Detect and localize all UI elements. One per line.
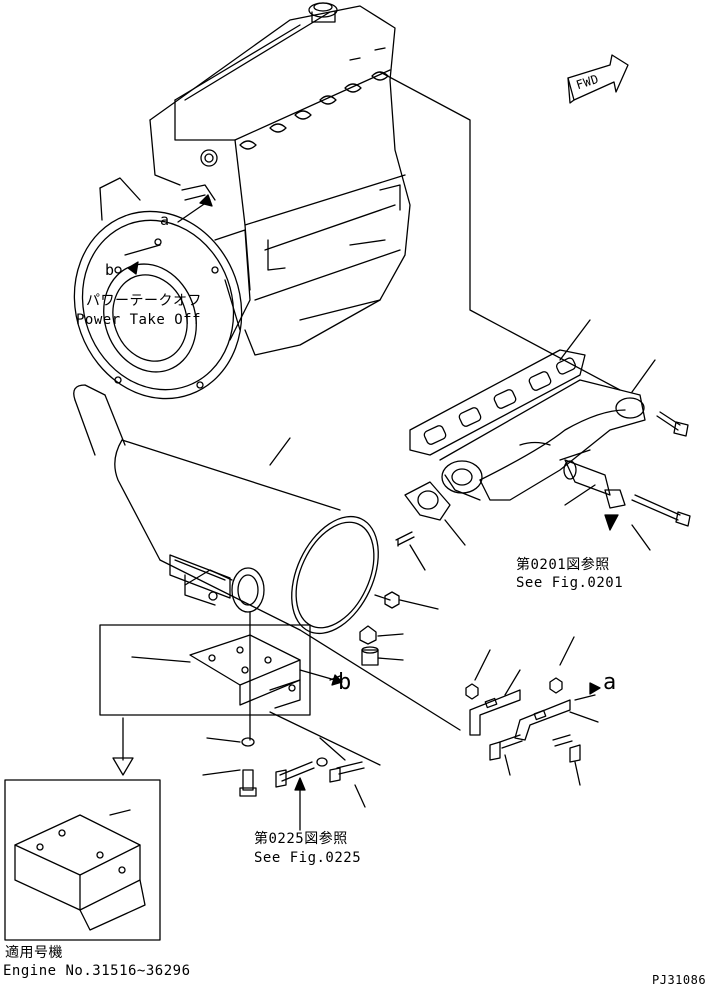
muffler bbox=[73, 384, 379, 635]
ref-0225-jp: 第0225図参照 bbox=[254, 831, 348, 847]
fwd-arrow bbox=[567, 54, 629, 104]
callout-b-left: b bbox=[105, 261, 115, 279]
manifold-fasteners bbox=[395, 411, 691, 547]
muffler-bracket bbox=[189, 634, 301, 709]
applicable-label-en: Engine No.31516~36296 bbox=[3, 963, 191, 979]
pto-label-jp: パワーテークオフ bbox=[86, 293, 202, 309]
ref-0201-jp: 第0201図参照 bbox=[516, 557, 610, 573]
leader-lines bbox=[109, 71, 656, 831]
bracket-hardware bbox=[239, 737, 365, 797]
callout-arrows bbox=[127, 194, 619, 791]
ref-0201-en: See Fig.0201 bbox=[516, 575, 624, 591]
applicable-label-jp: 適用号機 bbox=[5, 945, 63, 961]
callout-b-right: b bbox=[338, 670, 352, 695]
inset-frame bbox=[4, 624, 311, 941]
drawing-id: PJ31086 bbox=[652, 973, 707, 987]
pto-label-en: Power Take Off bbox=[76, 312, 202, 328]
callout-a-left: a bbox=[160, 211, 170, 229]
muffler-fasteners bbox=[359, 591, 400, 666]
flange-gasket bbox=[404, 481, 451, 521]
callout-a-right: a bbox=[603, 670, 617, 695]
manifold-gasket bbox=[409, 349, 586, 456]
exhaust-manifold bbox=[439, 379, 646, 501]
engine-block bbox=[149, 2, 411, 356]
support-brackets bbox=[465, 677, 581, 763]
ref-0225-en: See Fig.0225 bbox=[254, 850, 362, 866]
